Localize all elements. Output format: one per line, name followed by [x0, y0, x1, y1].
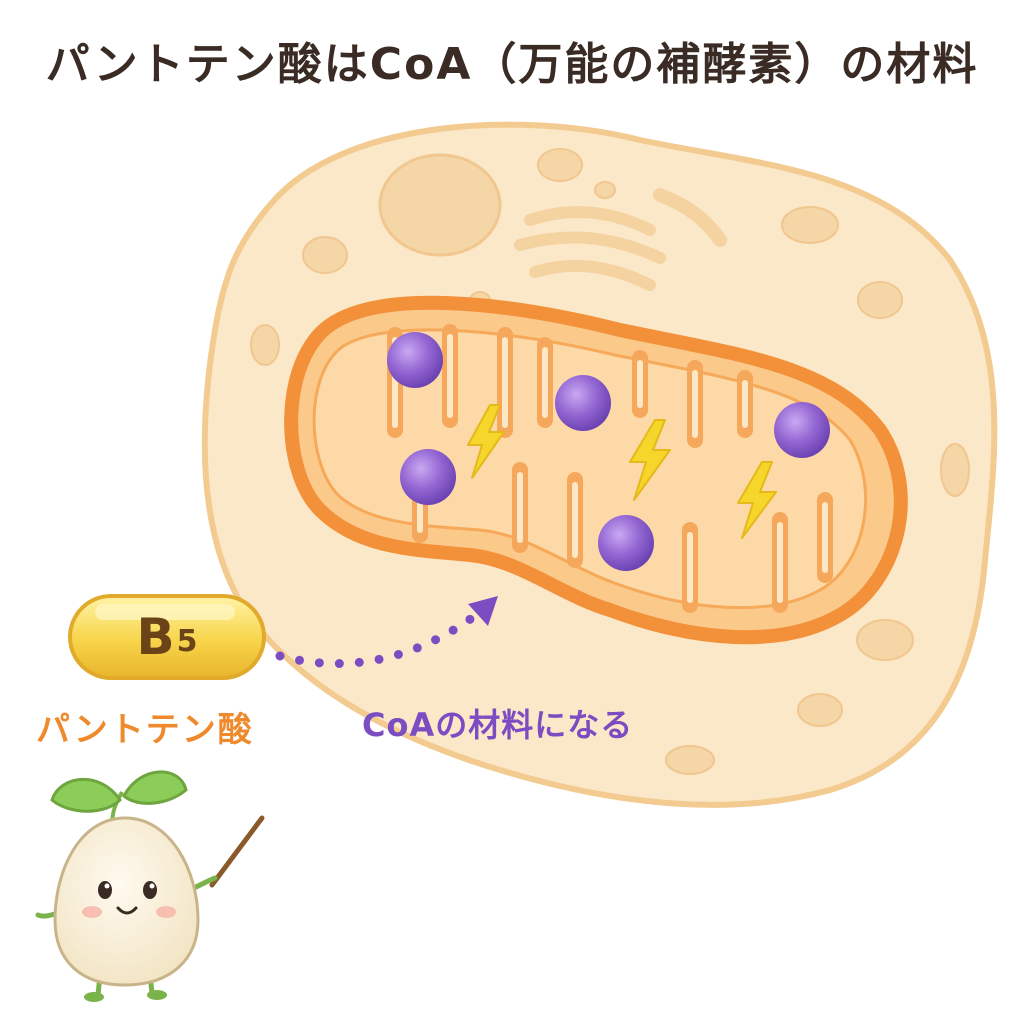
dotted-arrow	[275, 607, 485, 668]
arrow-caption: CoAの材料になる	[362, 706, 634, 744]
nucleus-organelle	[378, 153, 502, 257]
arrow-head	[468, 596, 498, 626]
sprout-mascot	[35, 770, 218, 1002]
particle	[387, 332, 443, 388]
particles	[387, 332, 830, 571]
pointer-stick	[209, 815, 265, 888]
particle	[400, 449, 456, 505]
vitamin-name: パントテン酸	[36, 710, 254, 750]
lightning-icon	[629, 419, 671, 501]
lightning-icon	[467, 404, 505, 479]
page-title: パントテン酸はCoA（万能の補酵素）の材料	[45, 39, 979, 90]
particle	[774, 402, 830, 458]
lightning-icon	[737, 461, 777, 539]
particle	[598, 515, 654, 571]
er-organelle	[653, 188, 727, 247]
particle	[555, 375, 611, 431]
vitamin-badge-main: B	[136, 608, 175, 666]
vitamin-badge-sub: 5	[176, 623, 198, 659]
golgi-organelle	[514, 206, 666, 291]
